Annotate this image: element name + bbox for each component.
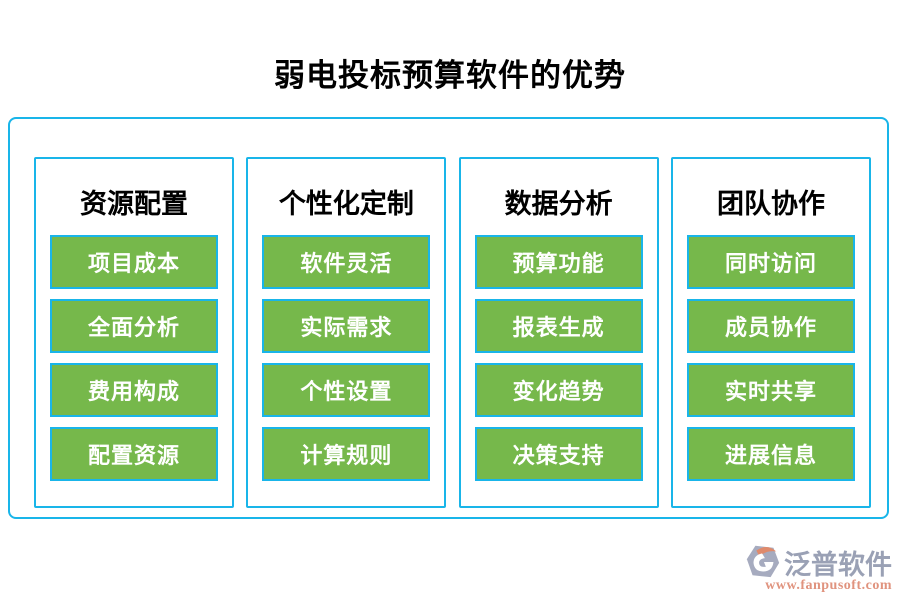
item-box: 实际需求 (262, 299, 431, 353)
item-box: 全面分析 (50, 299, 218, 353)
item-box: 决策支持 (474, 427, 643, 481)
brand-watermark: 泛普软件 www.fanpusoft.com (742, 542, 892, 594)
item-box: 进展信息 (686, 427, 855, 481)
item-box: 计算规则 (262, 427, 431, 481)
item-box: 项目成本 (50, 235, 218, 289)
item-box: 成员协作 (686, 299, 855, 353)
page-title: 弱电投标预算软件的优势 (274, 58, 626, 93)
item-box: 变化趋势 (474, 363, 643, 417)
column-header: 数据分析 (504, 189, 613, 219)
item-box: 同时访问 (686, 235, 855, 289)
column-header: 资源配置 (80, 189, 188, 219)
item-box: 个性设置 (262, 363, 431, 417)
item-box: 费用构成 (50, 363, 218, 417)
column-item-list: 项目成本 全面分析 费用构成 配置资源 (36, 235, 232, 481)
column-header: 个性化定制 (278, 189, 414, 219)
item-box: 报表生成 (474, 299, 643, 353)
item-box: 实时共享 (686, 363, 855, 417)
column-item-list: 软件灵活 实际需求 个性设置 计算规则 (248, 235, 444, 481)
column-item-list: 同时访问 成员协作 实时共享 进展信息 (673, 235, 869, 481)
fanpu-logo-icon (744, 542, 782, 580)
column-item-list: 预算功能 报表生成 变化趋势 决策支持 (461, 235, 657, 481)
column-data-analysis: 数据分析 预算功能 报表生成 变化趋势 决策支持 (458, 157, 659, 508)
column-header: 团队协作 (716, 189, 825, 219)
column-resource-config: 资源配置 项目成本 全面分析 费用构成 配置资源 (34, 157, 234, 508)
item-box: 软件灵活 (262, 235, 431, 289)
item-box: 预算功能 (474, 235, 643, 289)
item-box: 配置资源 (50, 427, 218, 481)
brand-website: www.fanpusoft.com (765, 578, 892, 593)
column-team-collaboration: 团队协作 同时访问 成员协作 实时共享 进展信息 (670, 157, 871, 508)
advantages-panel: 资源配置 项目成本 全面分析 费用构成 配置资源 个性化定制 软件灵活 实际需求… (8, 117, 889, 519)
column-personalization: 个性化定制 软件灵活 实际需求 个性设置 计算规则 (246, 157, 447, 508)
brand-name: 泛普软件 (784, 550, 892, 580)
